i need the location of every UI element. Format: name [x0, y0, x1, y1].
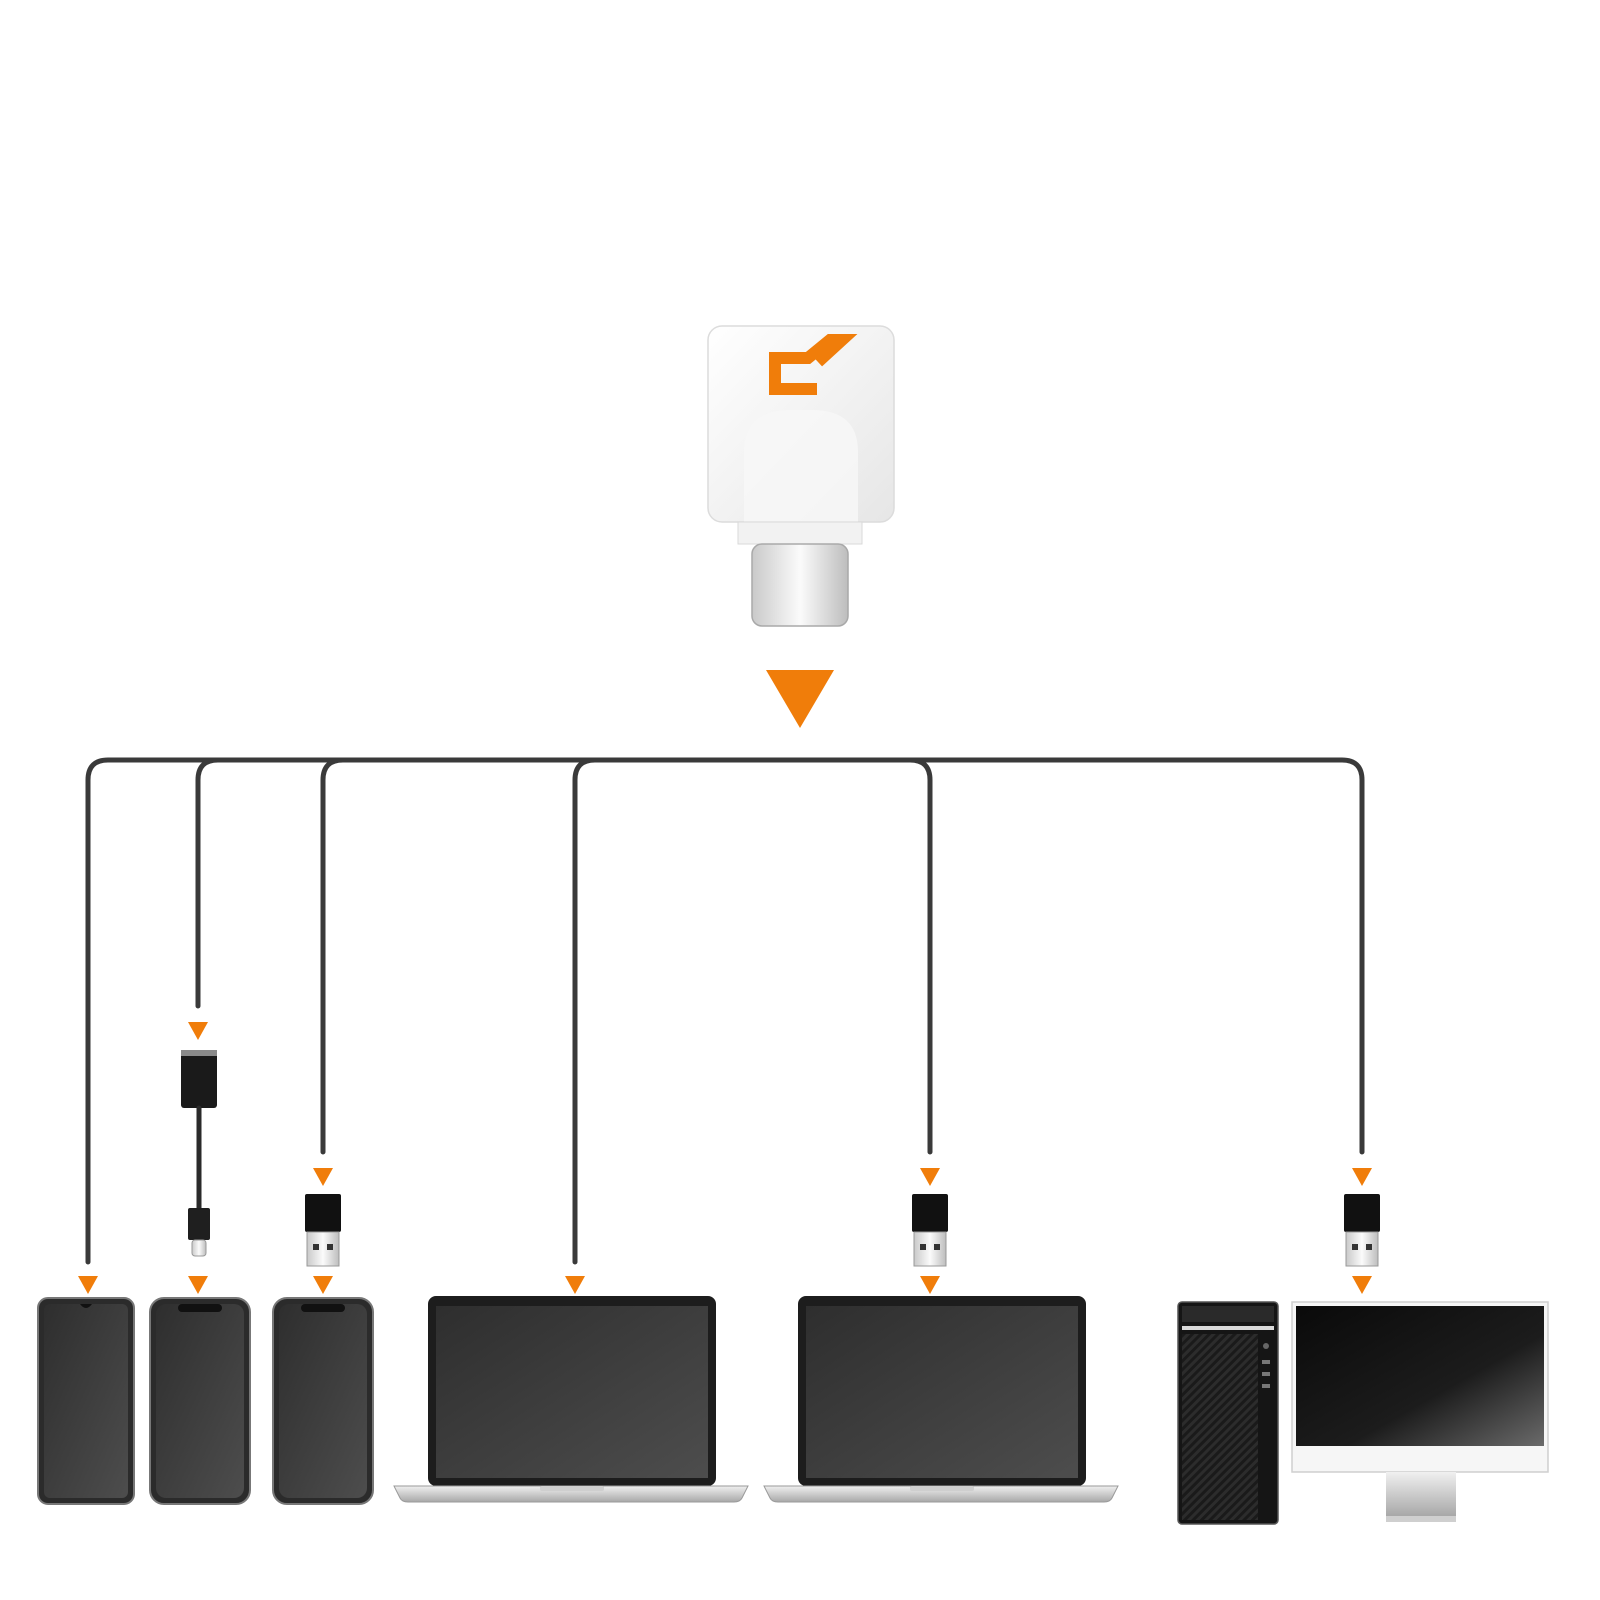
phone-icon [272, 1297, 374, 1505]
phone-icon [149, 1297, 251, 1505]
iphone [272, 1297, 374, 1505]
desktop-pc [1177, 1301, 1549, 1525]
arrow-icon [78, 1276, 98, 1294]
arrow-icon [920, 1276, 940, 1294]
main-arrow-icon [766, 670, 834, 728]
usb-c-adapter-icon [707, 325, 895, 627]
usb-a-plug-icon [305, 1194, 341, 1267]
laptop-icon [763, 1296, 1119, 1503]
arrow-icon [313, 1168, 333, 1186]
usb-a-plug-icon [1344, 1194, 1380, 1267]
macbook-usb-c [393, 1296, 749, 1503]
arrow-icon [313, 1276, 333, 1294]
arrow-icon [1352, 1168, 1372, 1186]
brand-c-logo-icon [769, 334, 858, 395]
usb-a-plug-icon [912, 1194, 948, 1267]
desktop-computer-icon [1177, 1301, 1549, 1525]
arrow-icon [565, 1276, 585, 1294]
iphone-lightning [149, 1297, 251, 1505]
arrow-icon [188, 1022, 208, 1040]
arrow-icon [1352, 1276, 1372, 1294]
android-phone [37, 1297, 135, 1505]
phone-icon [37, 1297, 135, 1505]
macbook-usb-a [763, 1296, 1119, 1503]
lightning-adapter-cable-icon [181, 1050, 217, 1257]
laptop-icon [393, 1296, 749, 1503]
arrow-icon [920, 1168, 940, 1186]
small-arrows [78, 1022, 1372, 1294]
cable-tree [85, 757, 1365, 1265]
arrow-icon [188, 1276, 208, 1294]
